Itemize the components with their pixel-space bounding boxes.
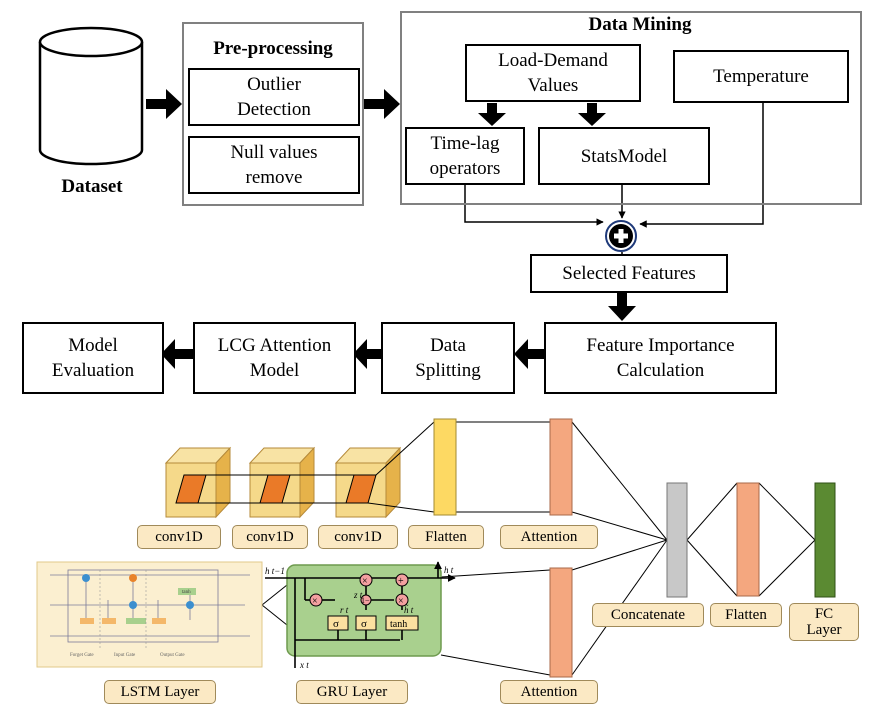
- fc-layer-label: FC Layer: [789, 603, 859, 641]
- fc-layer-bar: [814, 482, 836, 598]
- svg-text:×: ×: [362, 576, 368, 587]
- attention-bar-1: [549, 418, 573, 516]
- time-lag-box: Time-lag operators: [405, 127, 525, 185]
- input-gate-label: Input Gate: [114, 653, 136, 658]
- gru-multiply-icon: ×: [312, 596, 318, 607]
- attention-bar-2: [549, 567, 573, 678]
- concatenate-label: Concatenate: [592, 603, 704, 627]
- conv1d-label-2: conv1D: [232, 525, 308, 549]
- gru-htilde-label: h̃ t: [404, 605, 414, 615]
- flatten-label-1: Flatten: [408, 525, 484, 549]
- lstm-cell-diagram: Forget Gate Input Gate Output Gate tanh: [36, 561, 263, 668]
- arrow-preprocessing-to-datamining: [364, 89, 400, 119]
- null-values-box: Null values remove: [188, 136, 360, 194]
- preprocessing-group: [182, 22, 364, 206]
- gru-hprev-label: h t−1: [265, 566, 285, 576]
- lcg-attention-box: LCG Attention Model: [193, 322, 356, 394]
- arrow-splitting-to-lcg: [353, 339, 381, 369]
- feature-importance-box: Feature Importance Calculation: [544, 322, 777, 394]
- flatten-label-2: Flatten: [710, 603, 782, 627]
- selected-features-box: Selected Features: [530, 254, 728, 293]
- conv1d-label-3: conv1D: [318, 525, 398, 549]
- conv1d-label-1: conv1D: [137, 525, 221, 549]
- conv1d-cube-1-icon: [164, 446, 232, 519]
- arrow-importance-to-splitting: [514, 339, 544, 369]
- forget-gate-label: Forget Gate: [70, 653, 94, 658]
- model-evaluation-box: Model Evaluation: [22, 322, 164, 394]
- arrow-loaddemand-to-timelag: [478, 103, 506, 126]
- plus-merge-icon: [605, 220, 637, 252]
- feature-merge-lines: [464, 103, 764, 254]
- outlier-detection-box: Outlier Detection: [188, 68, 360, 126]
- dataset-label: Dataset: [61, 176, 123, 197]
- flatten-bar-1: [433, 418, 457, 516]
- statsmodel-box: StatsModel: [538, 127, 710, 185]
- gru-ht-label: h t: [444, 565, 454, 575]
- lstm-tanh-label: tanh: [182, 590, 191, 595]
- svg-text:×: ×: [398, 596, 404, 607]
- arrow-lcg-to-evaluation: [161, 339, 193, 369]
- gru-tanh-label: tanh: [390, 619, 407, 630]
- attention-label-2: Attention: [500, 680, 598, 704]
- gru-sigma-1: σ: [333, 618, 339, 630]
- architecture-connection-lines: [198, 421, 816, 676]
- output-gate-label: Output Gate: [160, 653, 185, 658]
- svg-text:1−: 1−: [361, 596, 370, 605]
- svg-text:+: +: [398, 576, 404, 587]
- attention-label-1: Attention: [500, 525, 598, 549]
- dataset-cylinder-icon: [38, 26, 144, 166]
- arrow-loaddemand-to-statsmodel: [578, 103, 606, 126]
- conv1d-cube-2-icon: [248, 446, 316, 519]
- arrow-dataset-to-preprocessing: [146, 89, 182, 119]
- gru-cell-diagram: × × + 1− × σ σ tanh r t z t h̃ t h t−1 h…: [265, 561, 456, 670]
- lstm-layer-label: LSTM Layer: [104, 680, 216, 704]
- gru-zt-label: z t: [353, 590, 363, 600]
- temperature-box: Temperature: [673, 50, 849, 103]
- gru-layer-label: GRU Layer: [296, 680, 408, 704]
- data-splitting-box: Data Splitting: [381, 322, 515, 394]
- gru-xt-label: x t: [299, 660, 309, 670]
- gru-sigma-2: σ: [361, 618, 367, 630]
- data-mining-title: Data Mining: [588, 14, 692, 35]
- preprocessing-title: Pre-processing: [213, 38, 333, 59]
- gru-rt-label: r t: [340, 605, 349, 615]
- load-demand-box: Load-Demand Values: [465, 44, 641, 102]
- arrow-selected-to-importance: [608, 292, 636, 321]
- flatten-bar-2: [736, 482, 760, 597]
- concatenate-bar: [666, 482, 688, 598]
- conv1d-cube-3-icon: [334, 446, 402, 519]
- data-mining-group: [400, 11, 862, 205]
